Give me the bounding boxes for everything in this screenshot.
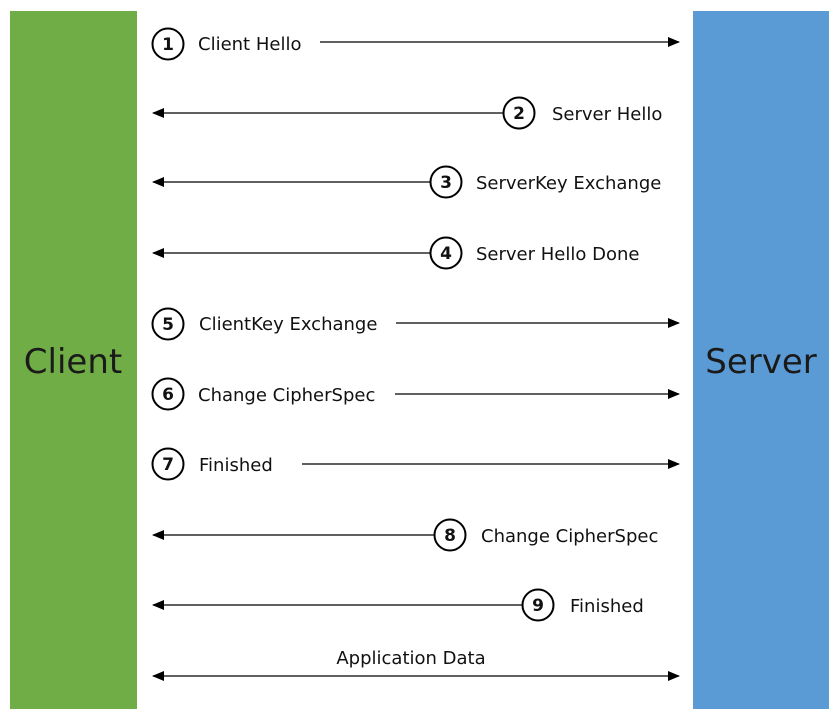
step-number: 3 xyxy=(440,173,452,193)
message-label: ServerKey Exchange xyxy=(476,173,661,194)
message-label: Client Hello xyxy=(198,34,301,55)
server-lane-label: Server xyxy=(705,342,817,382)
step-number: 1 xyxy=(162,35,174,55)
step-number: 2 xyxy=(513,104,525,124)
message-label: Finished xyxy=(199,455,273,476)
step-number: 8 xyxy=(444,526,456,546)
message-step-5: 5 ClientKey Exchange xyxy=(151,307,680,341)
step-number: 7 xyxy=(162,455,174,475)
step-number: 4 xyxy=(440,244,452,264)
step-number: 9 xyxy=(532,596,544,616)
application-data-exchange: Application Data xyxy=(152,648,680,681)
client-lane xyxy=(10,11,137,709)
step-number-badge xyxy=(151,27,185,61)
application-data-label: Application Data xyxy=(336,648,485,669)
message-label: ClientKey Exchange xyxy=(199,314,377,335)
message-label: Change CipherSpec xyxy=(198,385,375,406)
step-number-badge xyxy=(151,307,185,341)
message-step-1: 1 Client Hello xyxy=(151,27,680,61)
message-step-4: 4 Server Hello Done xyxy=(152,236,639,270)
message-step-9: 9 Finished xyxy=(152,588,644,622)
message-label: Server Hello xyxy=(552,104,662,125)
step-number: 6 xyxy=(162,385,174,405)
message-step-2: 2 Server Hello xyxy=(152,96,662,130)
client-lane-label: Client xyxy=(24,342,122,382)
message-label: Change CipherSpec xyxy=(481,526,658,547)
step-number-badge xyxy=(429,236,463,270)
step-number-badge xyxy=(151,377,185,411)
message-step-3: 3 ServerKey Exchange xyxy=(152,165,661,199)
message-step-7: 7 Finished xyxy=(151,447,680,481)
step-number-badge xyxy=(502,96,536,130)
step-number-badge xyxy=(521,588,555,622)
step-number: 5 xyxy=(162,315,174,335)
message-step-8: 8 Change CipherSpec xyxy=(152,518,658,552)
step-number-badge xyxy=(151,447,185,481)
message-label: Finished xyxy=(570,596,644,617)
message-step-6: 6 Change CipherSpec xyxy=(151,377,680,411)
message-label: Server Hello Done xyxy=(476,244,639,265)
step-number-badge xyxy=(433,518,467,552)
server-lane xyxy=(693,11,829,709)
step-number-badge xyxy=(429,165,463,199)
